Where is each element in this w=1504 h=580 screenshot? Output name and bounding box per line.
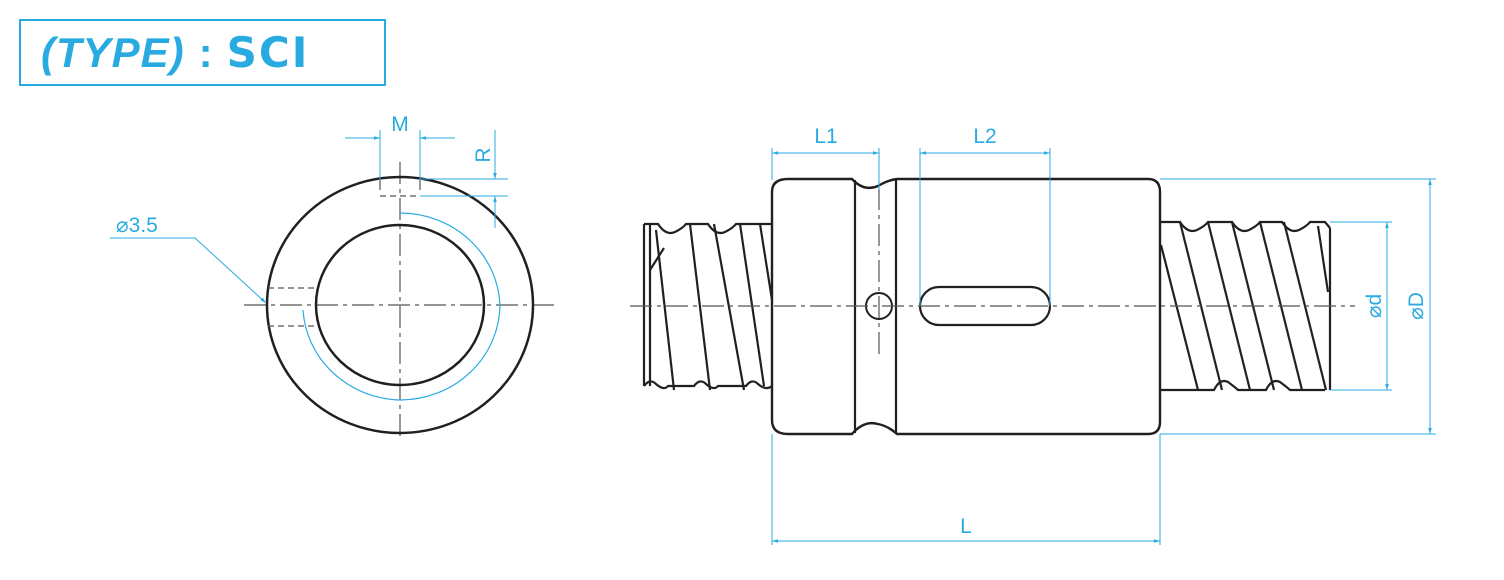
title-model-code: SCI	[226, 28, 310, 77]
hole-diameter-leader	[110, 237, 267, 304]
d-large-label: ⌀D	[1405, 292, 1428, 320]
side-view: L1 L2 L ⌀d ⌀D	[630, 125, 1436, 545]
l2-label: L2	[973, 125, 996, 148]
hole-diameter-label: ⌀3.5	[116, 214, 158, 237]
m-label: M	[391, 113, 409, 136]
d-small-label: ⌀d	[1363, 294, 1386, 318]
title-type-prefix: (TYPE)	[41, 28, 185, 76]
l1-label: L1	[814, 125, 837, 148]
l-label: L	[960, 515, 972, 538]
r-label: R	[472, 147, 495, 162]
title-separator: :	[198, 28, 213, 76]
type-title-box: (TYPE) : SCI	[19, 19, 386, 86]
nut-inner-circle	[314, 223, 486, 387]
end-view: M R ⌀3.5	[110, 113, 556, 440]
ball-track-arc	[302, 212, 501, 401]
nut-outer-circle	[265, 175, 535, 435]
left-screw-shaft	[642, 222, 774, 391]
